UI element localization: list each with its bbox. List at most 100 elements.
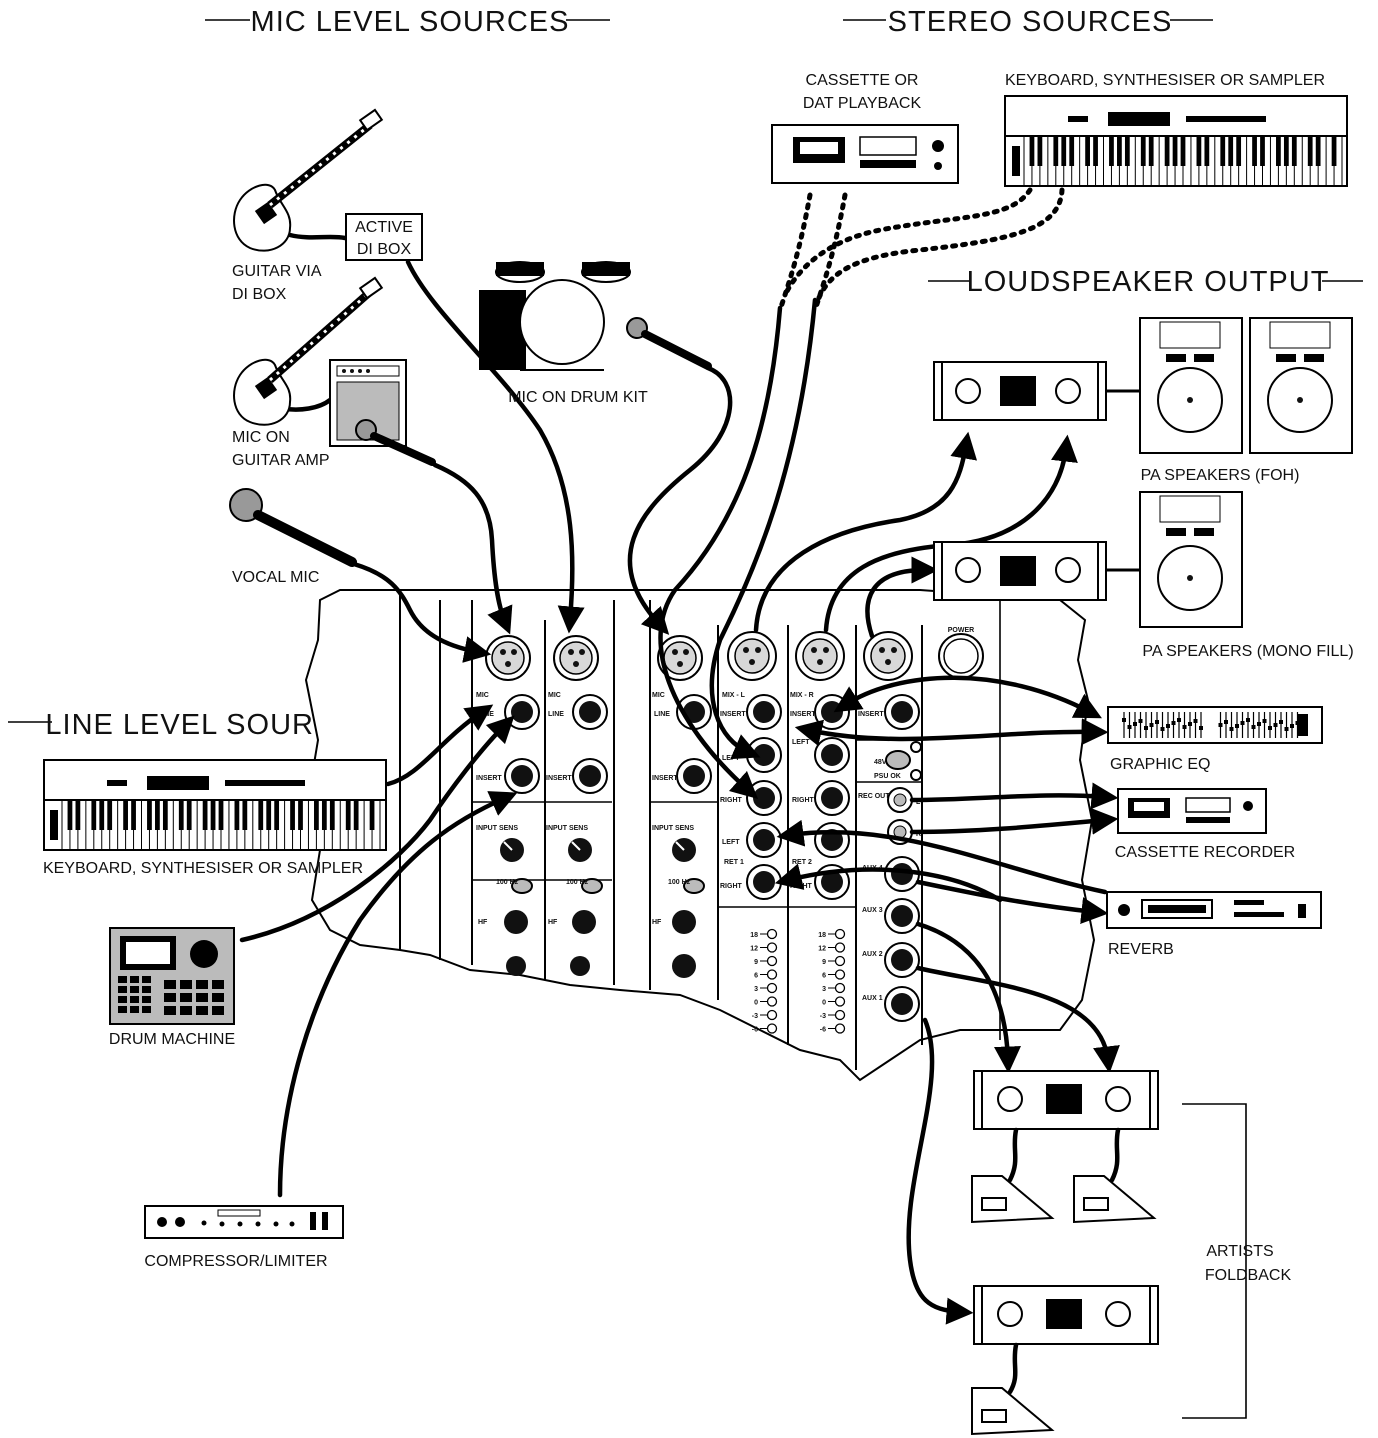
graphic-eq-label: GRAPHIC EQ	[1110, 756, 1210, 773]
foldback-amp-2-icon	[973, 1285, 1159, 1345]
hpf-button-ch1	[511, 878, 533, 894]
svg-text:INSERT: INSERT	[652, 775, 678, 782]
svg-text:RIGHT: RIGHT	[720, 883, 743, 890]
meter-label: -3	[820, 1013, 826, 1020]
guitar-di-icon	[233, 108, 384, 252]
xlr-output-mix-l[interactable]	[727, 631, 777, 681]
knob-mid-ch3	[672, 954, 696, 978]
svg-text:STEREO SOURCES: STEREO SOURCES	[888, 6, 1173, 38]
jack-line-ch1	[504, 694, 540, 730]
pa-foh-label: PA SPEAKERS (FOH)	[1141, 467, 1300, 484]
meter-led	[766, 955, 778, 967]
power-label: POWER	[948, 627, 974, 634]
svg-text:LEFT: LEFT	[722, 755, 740, 762]
hpf-buttons[interactable]	[511, 878, 705, 894]
meter-led	[766, 996, 778, 1007]
drum-mic-icon	[626, 317, 712, 370]
jack-aux3	[884, 898, 920, 934]
knob-mid-ch2	[570, 956, 590, 976]
header-stereo: STEREO SOURCES	[843, 6, 1213, 38]
knob-hf-ch3	[672, 910, 696, 934]
svg-text:HF: HF	[478, 919, 488, 926]
svg-text:INSERT: INSERT	[720, 711, 746, 718]
jack-ste1-right	[746, 780, 782, 816]
meter-led	[834, 1023, 846, 1034]
amp-foh-icon	[933, 361, 1140, 421]
svg-text:LINE: LINE	[548, 711, 564, 718]
svg-text:PSU OK: PSU OK	[874, 773, 901, 780]
meter-led	[834, 955, 846, 967]
cassette-player-label-2: DAT PLAYBACK	[803, 95, 922, 112]
xlr-output-mono[interactable]	[863, 631, 913, 681]
jack-insert-mix-r	[814, 694, 850, 730]
svg-text:HF: HF	[548, 919, 558, 926]
svg-text:INSERT: INSERT	[476, 775, 502, 782]
line-keyboard-icon	[43, 759, 387, 851]
meter-label: 0	[754, 1000, 758, 1007]
knob-hf-ch1	[504, 910, 528, 934]
guitar-amp-label: MIC ON	[232, 429, 290, 446]
pa-mono-label: PA SPEAKERS (MONO FILL)	[1142, 643, 1353, 660]
svg-text:MIX - L: MIX - L	[722, 692, 746, 699]
meter-led	[766, 1009, 778, 1021]
xlr-socket-ch2[interactable]	[553, 635, 599, 681]
cassette-player-label: CASSETTE OR	[806, 72, 919, 89]
meter-led	[834, 969, 846, 980]
svg-text:LINE: LINE	[654, 711, 670, 718]
svg-text:AUX 1: AUX 1	[862, 995, 883, 1002]
wedge-monitor-icon	[1073, 1175, 1157, 1224]
jack-ret1-left	[746, 822, 782, 858]
knob-gain-ch2	[568, 838, 592, 862]
reverb-icon	[1106, 891, 1322, 929]
jack-ret2-left	[814, 822, 850, 858]
power-switch[interactable]: POWER	[938, 627, 984, 679]
svg-text:48V: 48V	[874, 759, 887, 766]
svg-text:MIC: MIC	[652, 692, 665, 699]
knobs[interactable]	[500, 838, 696, 978]
xlr-output-mix-r[interactable]	[795, 631, 845, 681]
jack-ste1-left	[746, 737, 782, 773]
meter-label: 18	[818, 932, 826, 939]
knob-gain-ch1	[500, 838, 524, 862]
meter-led	[834, 942, 846, 953]
phantom-48v-switch[interactable]	[885, 750, 911, 770]
meter-label: 9	[822, 959, 826, 966]
speaker-foh-left-icon	[1139, 317, 1243, 454]
jack-sockets[interactable]	[504, 694, 920, 1022]
rca-rec-out-l[interactable]	[887, 787, 913, 813]
drum-kit-label: MIC ON DRUM KIT	[508, 389, 648, 406]
meter-label: -6	[820, 1027, 826, 1034]
header-mic-level: MIC LEVEL SOURCES	[205, 6, 610, 38]
foldback-bracket	[1182, 1103, 1247, 1419]
jack-insert-mix-l	[746, 694, 782, 730]
meter-led	[834, 982, 846, 994]
svg-text:RIGHT: RIGHT	[790, 883, 813, 890]
svg-text:INSERT: INSERT	[858, 711, 884, 718]
cassette-recorder-label: CASSETTE RECORDER	[1115, 844, 1295, 861]
meter-label: 9	[754, 959, 758, 966]
vocal-mic-label: VOCAL MIC	[232, 569, 319, 586]
compressor-label: COMPRESSOR/LIMITER	[144, 1253, 327, 1270]
foldback-amp-1-icon	[973, 1070, 1159, 1130]
meter-led	[766, 928, 778, 940]
meter-label: 0	[822, 1000, 826, 1007]
compressor-icon	[144, 1205, 344, 1239]
wedge-monitor-icon	[971, 1175, 1055, 1224]
svg-text:100 Hz: 100 Hz	[668, 879, 691, 886]
meter-label: 3	[754, 986, 758, 993]
drum-machine-icon	[109, 927, 235, 1025]
speaker-mono-icon	[1139, 491, 1243, 628]
jack-aux1	[884, 986, 920, 1022]
guitar-di-label: GUITAR VIA	[232, 263, 322, 280]
jack-insert-ch2	[572, 758, 608, 794]
xlr-socket-ch1[interactable]	[485, 635, 531, 681]
speaker-foh-right-icon	[1249, 317, 1353, 454]
jack-insert-ch1	[504, 758, 540, 794]
foldback-label-2: FOLDBACK	[1205, 1267, 1292, 1284]
line-keyboard-label: KEYBOARD, SYNTHESISER OR SAMPLER	[43, 860, 363, 877]
jack-line-ch2	[572, 694, 608, 730]
stereo-keyboard-label: KEYBOARD, SYNTHESISER OR SAMPLER	[1005, 72, 1325, 89]
guitar-amp-guitar-icon	[233, 276, 384, 426]
cables	[239, 187, 1120, 1325]
svg-text:MIC: MIC	[548, 692, 561, 699]
